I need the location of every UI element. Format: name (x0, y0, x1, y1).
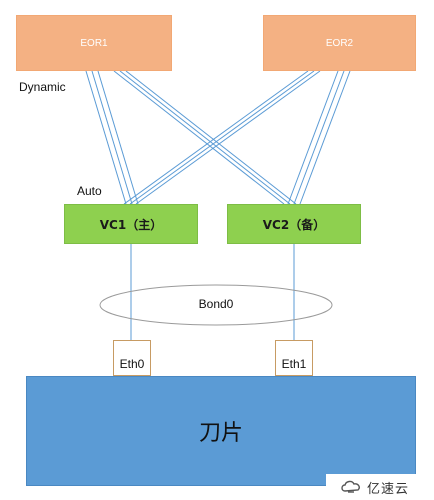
eor2-switch: EOR2 (263, 15, 416, 71)
bond-label: Bond0 (198, 297, 234, 311)
eth0-label: Eth0 (119, 357, 145, 371)
eor1-switch: EOR1 (16, 15, 172, 71)
blade-server: 刀片 (26, 376, 416, 486)
vc1-module: VC1（主） (64, 204, 198, 244)
vc1-label: VC1（主） (99, 217, 163, 232)
eth0-port: Eth0 (113, 340, 151, 376)
link-eor1-vc1 (85, 70, 139, 205)
auto-label: Auto (77, 184, 102, 198)
bond-ellipse (99, 284, 333, 326)
eor2-label: EOR2 (325, 37, 354, 49)
eth1-label: Eth1 (281, 357, 307, 371)
cloud-logo-icon (341, 480, 360, 493)
watermark: 亿速云 (326, 474, 434, 500)
link-eor1-vc2 (113, 70, 297, 205)
link-eor2-vc1 (123, 70, 321, 205)
blade-label: 刀片 (198, 421, 243, 446)
link-eor2-vc2 (287, 70, 351, 205)
watermark-brand: 亿速云 (367, 481, 410, 497)
dynamic-label: Dynamic (19, 80, 66, 94)
vc2-label: VC2（备） (262, 217, 326, 232)
eth1-port: Eth1 (275, 340, 313, 376)
eor1-label: EOR1 (80, 37, 108, 49)
vc2-module: VC2（备） (227, 204, 361, 244)
